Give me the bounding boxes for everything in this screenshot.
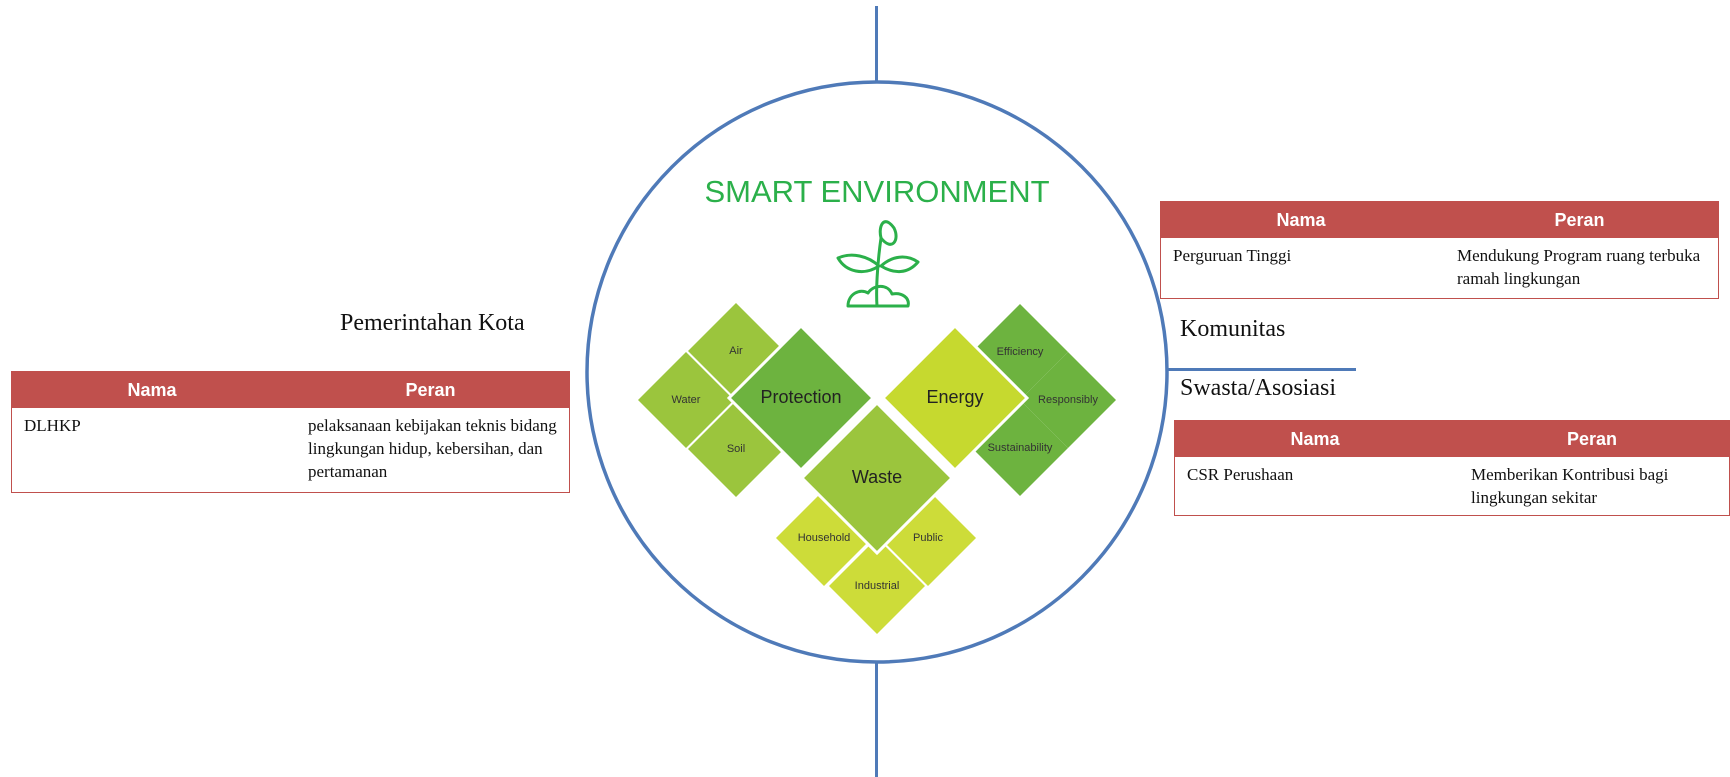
private-role-table: Nama Peran CSR Perushaan Memberikan Kont…	[1174, 420, 1730, 516]
center-circle	[585, 80, 1169, 664]
table-header-row: Nama Peran	[1174, 420, 1730, 457]
government-group-title: Pemerintahan Kota	[340, 310, 525, 336]
table-row: CSR Perushaan Memberikan Kontribusi bagi…	[1175, 457, 1730, 516]
tile-household-label: Household	[798, 532, 851, 544]
column-header-peran: Peran	[292, 371, 570, 408]
horizontal-axis-right	[1160, 368, 1356, 371]
column-header-nama: Nama	[11, 371, 292, 408]
column-header-nama: Nama	[1160, 201, 1441, 238]
community-role-table: Nama Peran Perguruan Tinggi Mendukung Pr…	[1160, 201, 1719, 299]
plant-seedling-icon	[836, 220, 920, 308]
government-role-table: Nama Peran DLHKP pelaksanaan kebijakan t…	[11, 371, 570, 493]
tile-air-label: Air	[729, 345, 743, 357]
tile-water: Water	[638, 352, 734, 448]
private-group-title: Swasta/Asosiasi	[1180, 375, 1336, 401]
tile-efficiency-label: Efficiency	[997, 346, 1044, 358]
cell-nama: DLHKP	[24, 416, 81, 435]
tile-protection-label: Protection	[760, 387, 841, 407]
table-header-row: Nama Peran	[11, 371, 570, 408]
tile-waste-label: Waste	[852, 467, 902, 487]
table-row: DLHKP pelaksanaan kebijakan teknis bidan…	[12, 408, 570, 492]
tile-water-label: Water	[672, 394, 701, 406]
table-header-row: Nama Peran	[1160, 201, 1719, 238]
tile-industrial-label: Industrial	[855, 580, 900, 592]
tile-energy-label: Energy	[926, 387, 983, 407]
tile-public-label: Public	[913, 532, 943, 544]
cell-peran: Memberikan Kontribusi bagi lingkungan se…	[1471, 465, 1669, 507]
column-header-peran: Peran	[1441, 201, 1719, 238]
tile-industrial: Industrial	[829, 538, 925, 634]
tile-protection: Protection	[726, 323, 876, 473]
cell-nama: CSR Perushaan	[1187, 465, 1294, 484]
smart-environment-title: SMART ENVIRONMENT	[704, 174, 1049, 209]
tile-soil-label: Soil	[727, 443, 745, 455]
cell-peran: pelaksanaan kebijakan teknis bidang ling…	[308, 416, 557, 481]
table-row: Perguruan Tinggi Mendukung Program ruang…	[1161, 238, 1719, 298]
vertical-axis-bottom	[875, 660, 878, 777]
vertical-axis-top	[875, 6, 878, 82]
tile-responsibly-label: Responsibly	[1038, 394, 1098, 406]
tile-waste: Waste	[799, 400, 955, 556]
tile-energy: Energy	[880, 323, 1030, 473]
cell-peran: Mendukung Program ruang terbuka ramah li…	[1457, 246, 1701, 288]
column-header-peran: Peran	[1455, 420, 1730, 457]
column-header-nama: Nama	[1174, 420, 1455, 457]
cell-nama: Perguruan Tinggi	[1173, 246, 1292, 265]
tile-sustainability-label: Sustainability	[988, 442, 1053, 454]
community-group-title: Komunitas	[1180, 316, 1286, 342]
